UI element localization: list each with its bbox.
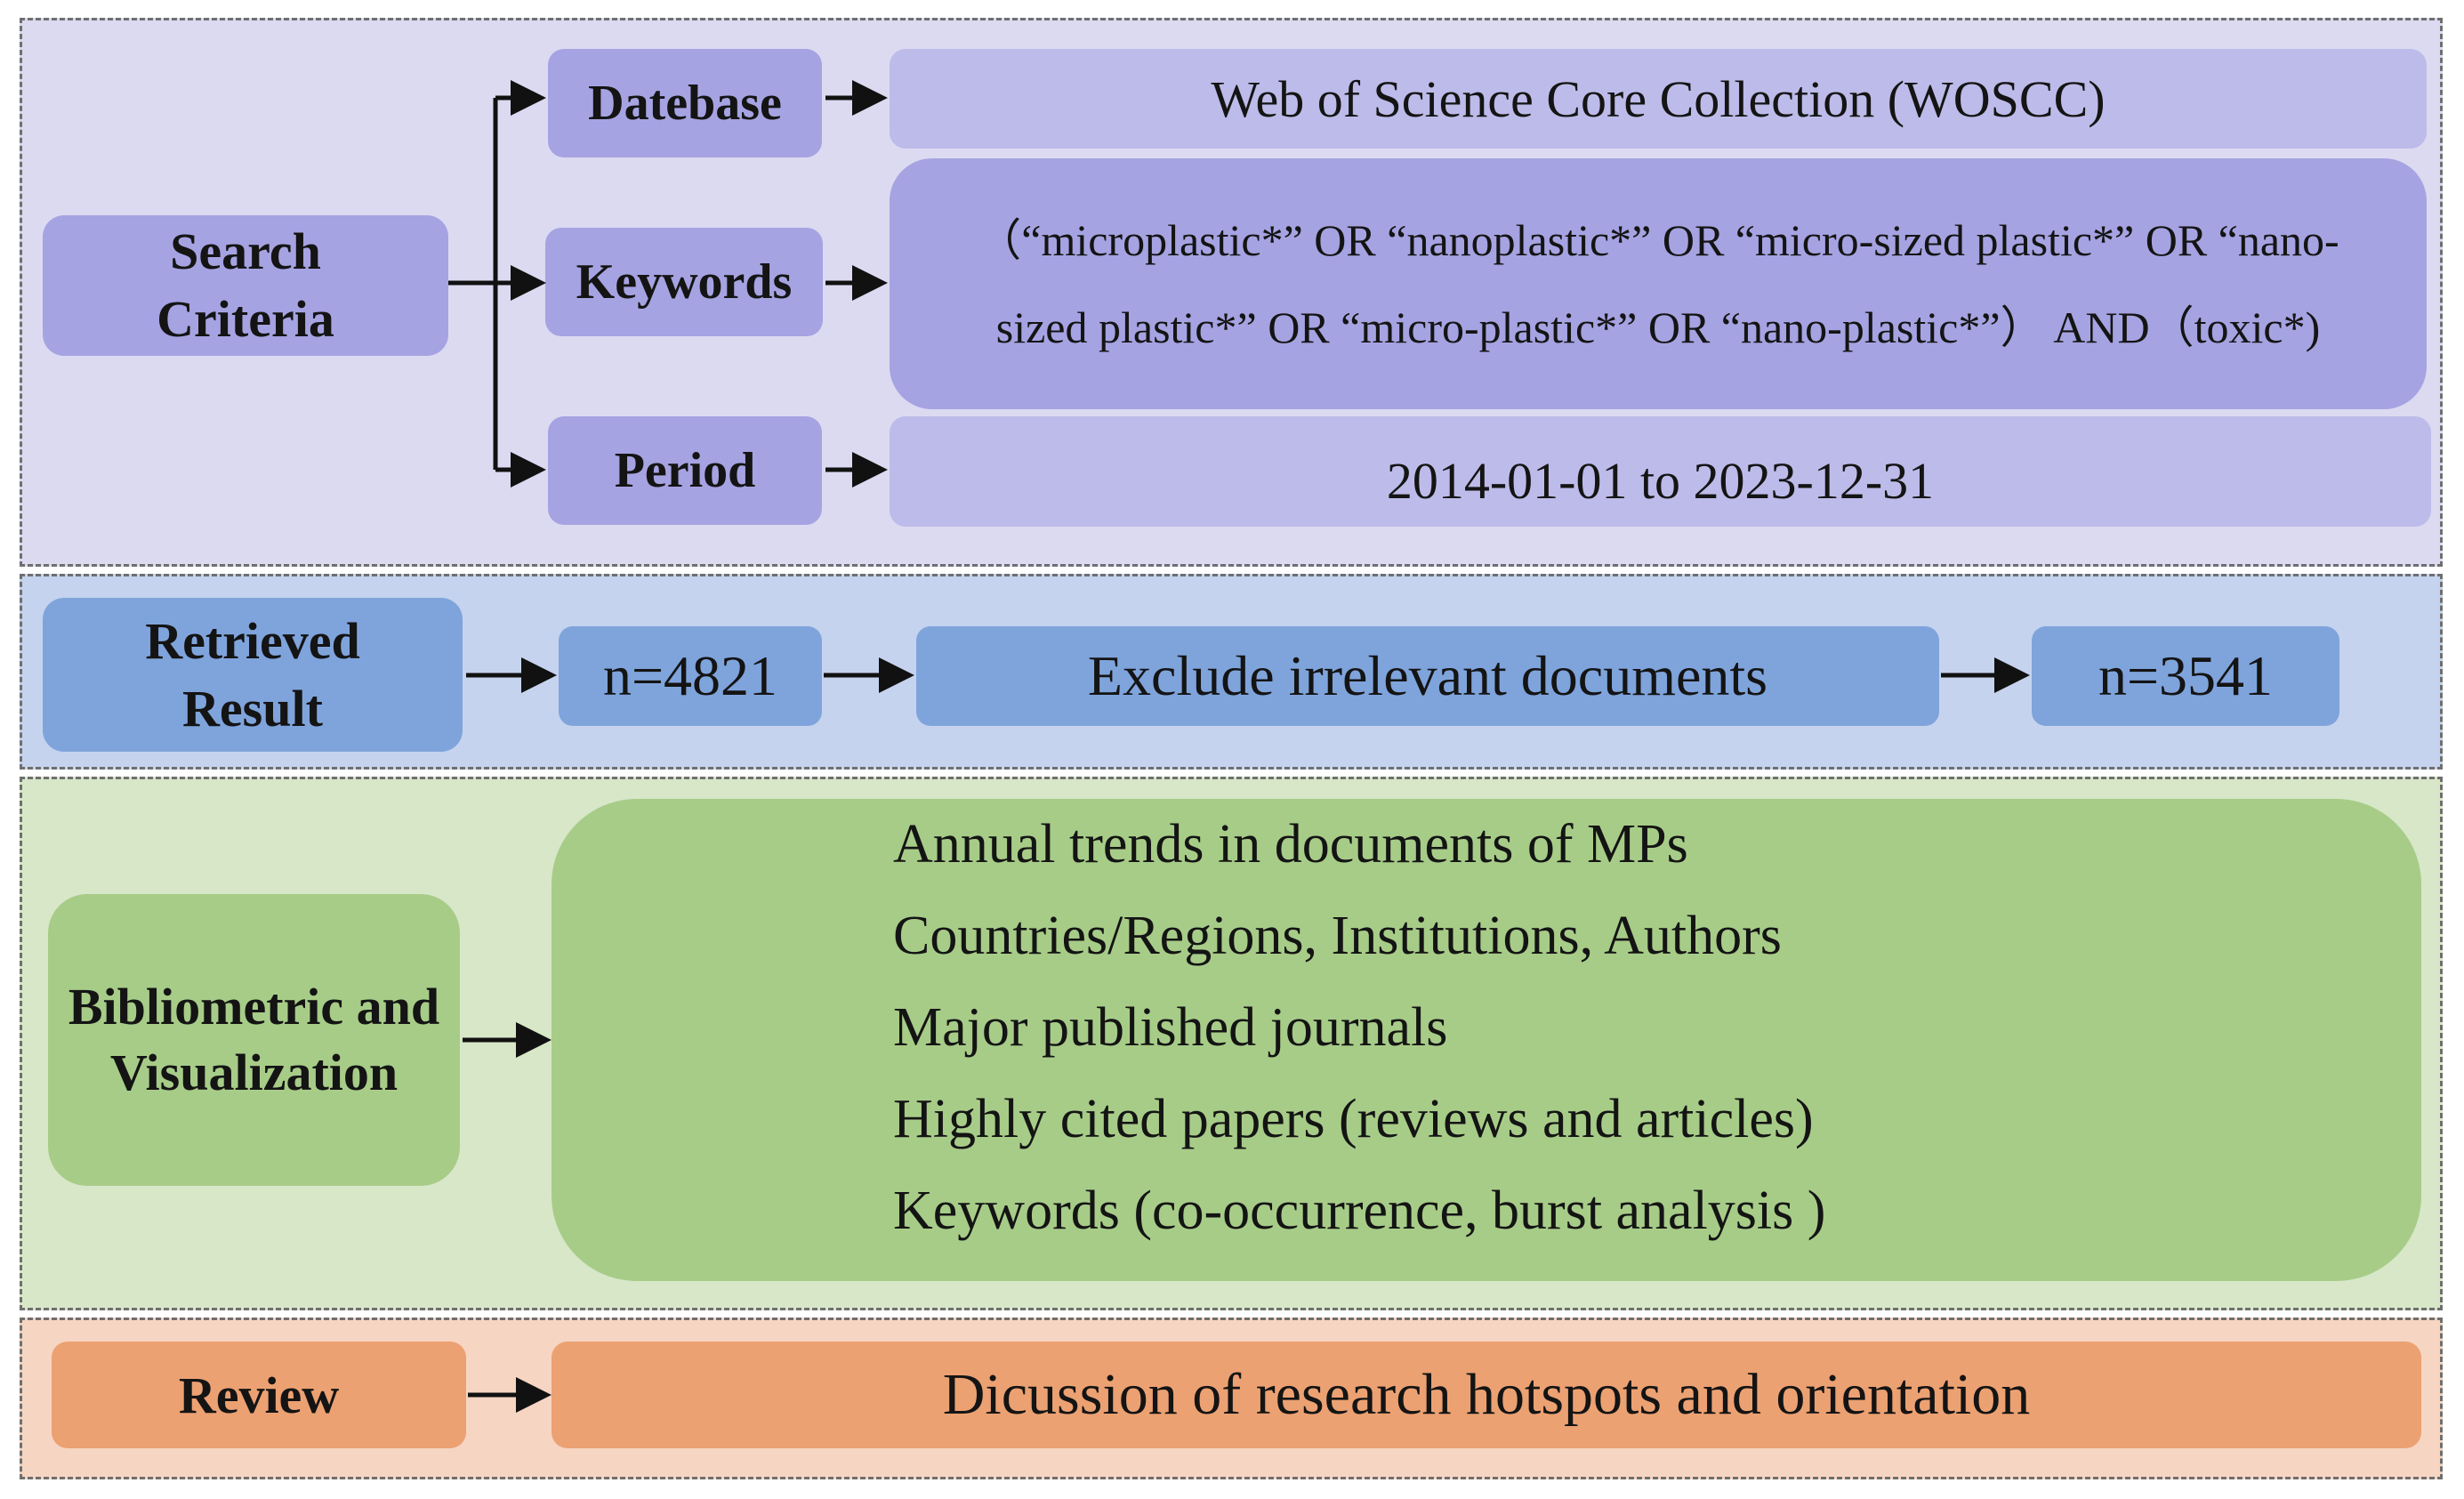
- database-value: Web of Science Core Collection (WOSCC): [890, 49, 2427, 149]
- retrieved-result-label: Retrieved Result: [43, 598, 463, 752]
- review-value: Dicussion of research hotspots and orien…: [552, 1342, 2421, 1448]
- bibliometric-label: Bibliometric and Visualization: [48, 894, 460, 1186]
- period-value: 2014-01-01 to 2023-12-31: [890, 416, 2431, 527]
- keywords-line-2: sized plastic*” OR “micro-plastic*” OR “…: [995, 302, 2321, 352]
- keywords-line-1: （“microplastic*” OR “nanoplastic*” OR “m…: [977, 215, 2339, 265]
- initial-count: n=4821: [559, 626, 822, 726]
- analysis-item-cited-papers: Highly cited papers (reviews and article…: [893, 1089, 1814, 1149]
- analysis-item-countries: Countries/Regions, Institutions, Authors: [893, 906, 1782, 966]
- keywords-label: Keywords: [545, 228, 823, 336]
- analysis-list-box: [552, 799, 2421, 1281]
- analysis-item-annual-trends: Annual trends in documents of MPs: [893, 814, 1688, 874]
- review-label: Review: [52, 1342, 466, 1448]
- analysis-list: Annual trends in documents of MPs Countr…: [893, 799, 1825, 1257]
- final-count: n=3541: [2032, 626, 2339, 726]
- exclude-step: Exclude irrelevant documents: [916, 626, 1939, 726]
- database-label: Datebase: [548, 49, 822, 157]
- period-label: Period: [548, 416, 822, 525]
- analysis-item-journals: Major published journals: [893, 997, 1448, 1058]
- keywords-value: （“microplastic*” OR “nanoplastic*” OR “m…: [890, 158, 2427, 409]
- analysis-item-keywords: Keywords (co-occurrence, burst analysis …: [893, 1181, 1826, 1241]
- search-criteria-label: Search Criteria: [43, 215, 448, 356]
